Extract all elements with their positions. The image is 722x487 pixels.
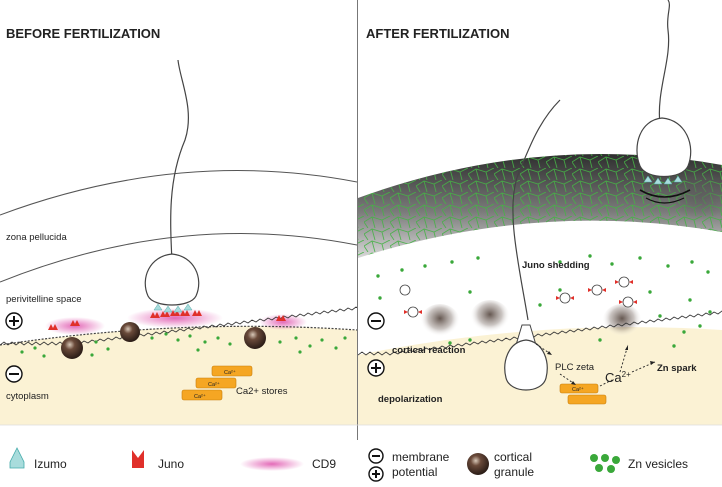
svg-text:CD9: CD9: [312, 457, 336, 471]
legend-zn-vesicles: Zn vesicles: [590, 454, 688, 473]
legend-izumo: Izumo: [9, 447, 67, 471]
plus-sign-before: [5, 312, 23, 330]
svg-text:Izumo: Izumo: [34, 457, 67, 471]
sperm-head: [144, 253, 200, 306]
cortical-granule: [244, 327, 266, 349]
juno-receptors: [48, 310, 286, 330]
cortical-granule: [120, 322, 140, 342]
cd9-icon: [240, 457, 304, 471]
sperm-tail: [170, 59, 189, 263]
cortical-exocytosis: [470, 300, 510, 336]
juno-icon: [132, 450, 144, 468]
label-perivitelline-space: perivitelline space: [6, 294, 82, 305]
minus-icon: [368, 448, 384, 464]
cytoplasm-region: [0, 326, 357, 425]
before-panel: Ca²⁺ Ca²⁺ Ca²⁺ BEFORE FERTILIZATION zona…: [0, 26, 357, 425]
cd9-glow: [259, 314, 307, 330]
arrow-heads: [547, 345, 655, 385]
legend-cd9: CD9: [240, 457, 336, 471]
zn-vesicles: [20, 332, 347, 358]
zona-zn-network: [358, 154, 722, 258]
sperm-head: [636, 117, 692, 177]
panel-title-after: AFTER FERTILIZATION: [366, 26, 509, 41]
label-cortical-reaction: cortical reaction: [392, 345, 466, 356]
legend: Izumo Juno CD9 membrane potential cortic…: [0, 424, 722, 482]
label-ca-stores: Ca2+ stores: [236, 386, 288, 397]
izumo-proteins: [643, 175, 683, 185]
plus-icon: [368, 466, 384, 482]
label-calcium: Ca2+: [605, 370, 631, 385]
cortical-granule: [61, 337, 83, 359]
panel-title-before: BEFORE FERTILIZATION: [6, 26, 160, 41]
shed-juno: [399, 276, 637, 318]
svg-text:granule: granule: [494, 465, 534, 479]
label-depolarization: depolarization: [378, 394, 443, 405]
ca-stores: Ca²⁺: [559, 383, 607, 405]
sperm-blocked: [636, 0, 692, 204]
label-juno-shedding: Juno shedding: [522, 260, 590, 271]
ca-store-label: Ca²⁺: [194, 393, 206, 400]
sperm-head: [504, 339, 548, 391]
block-arc: [645, 197, 685, 204]
label-zona-pellucida: zona pellucida: [6, 232, 67, 243]
label-plc-zeta: PLC zeta: [555, 362, 595, 373]
plus-sign-after: [367, 359, 385, 377]
svg-text:cortical: cortical: [494, 450, 532, 464]
ca-store-label: Ca²⁺: [224, 369, 236, 376]
after-panel: Ca²⁺ AFTER FERTILIZATION Juno shedding: [358, 0, 722, 425]
izumo-proteins: [153, 303, 193, 313]
label-cytoplasm: cytoplasm: [6, 391, 49, 402]
microvilli: [358, 310, 722, 356]
zn-vesicles-icon: [590, 454, 620, 473]
svg-text:Zn vesicles: Zn vesicles: [628, 457, 688, 471]
block-arc: [639, 189, 691, 198]
svg-text:membrane: membrane: [392, 450, 450, 464]
cortical-exocytosis: [420, 304, 460, 340]
ca-store-label: Ca²⁺: [208, 381, 220, 388]
zn-released: [370, 254, 712, 348]
oolemma-membrane: [0, 325, 357, 346]
legend-membrane-potential: membrane potential: [368, 448, 450, 482]
zona-side-glow: [670, 169, 722, 221]
ca-store-label: Ca²⁺: [572, 386, 584, 393]
minus-sign-before: [5, 365, 23, 383]
zona-inner-line: [0, 233, 357, 283]
cortical-granule-icon: [467, 453, 489, 475]
izumo-icon: [9, 447, 25, 469]
cortical-exocytosis: [602, 304, 642, 340]
ca-stores: Ca²⁺ Ca²⁺ Ca²⁺: [181, 365, 253, 401]
sperm-tail: [512, 99, 561, 321]
sperm-fused: [504, 99, 561, 391]
sperm-tail: [658, 0, 671, 126]
label-zn-spark: Zn spark: [657, 363, 697, 374]
sperm-before: [144, 59, 200, 313]
legend-cortical-granule: cortical granule: [467, 450, 534, 479]
zona-outer-line: [0, 170, 357, 216]
legend-juno: Juno: [132, 450, 184, 471]
svg-text:Juno: Juno: [158, 457, 184, 471]
svg-text:potential: potential: [392, 465, 437, 479]
minus-sign-after: [367, 312, 385, 330]
